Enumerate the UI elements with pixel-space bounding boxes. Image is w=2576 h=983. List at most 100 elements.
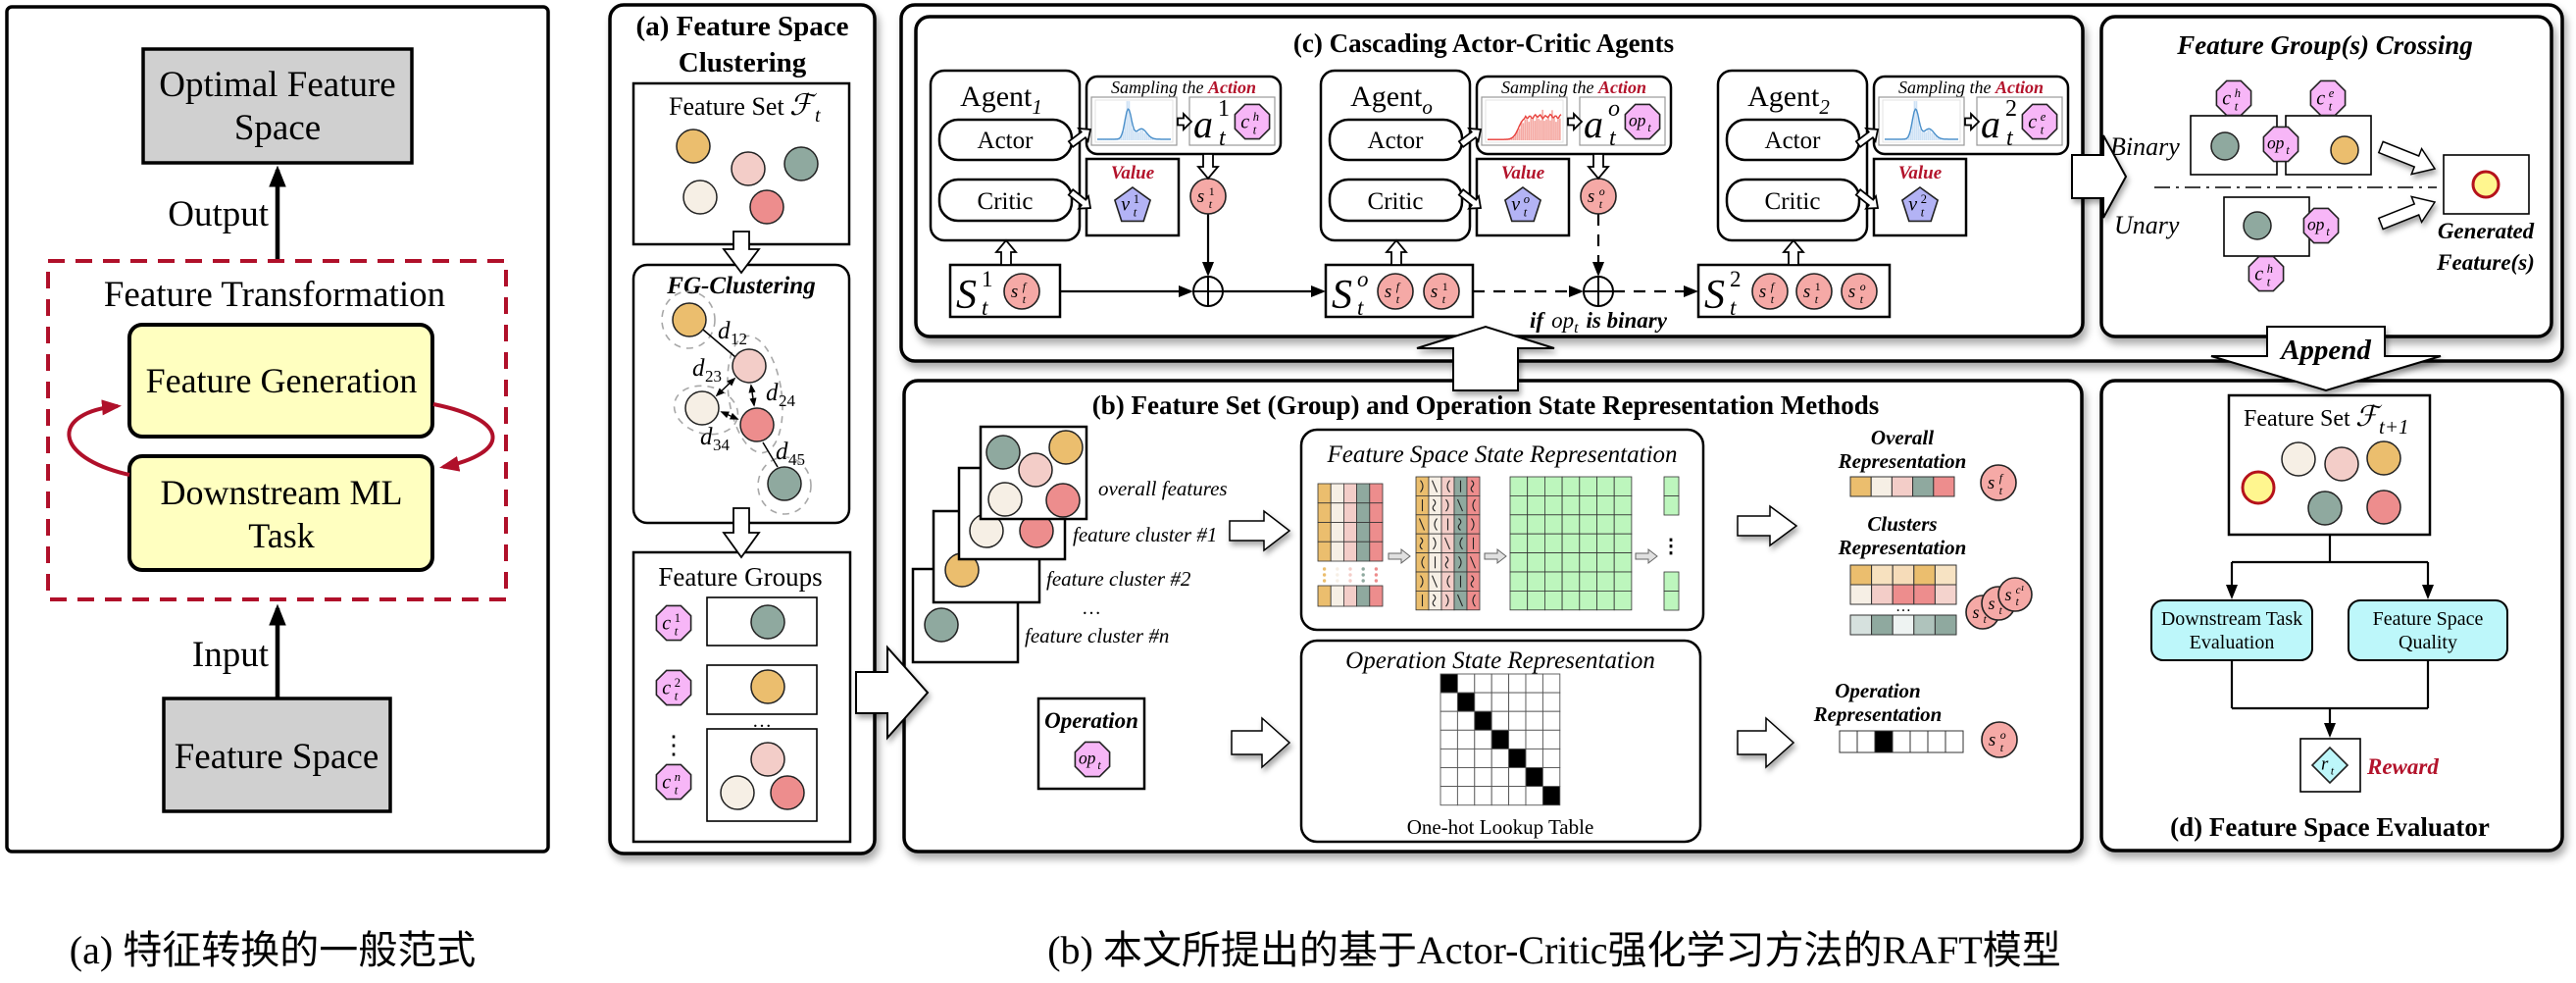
circle-icon	[1751, 273, 1789, 310]
one-hot-active-cell	[1525, 767, 1543, 788]
embedding-cell	[1596, 494, 1615, 516]
token-subscript: t	[1097, 758, 1101, 772]
action-symbol: a	[1981, 102, 2000, 146]
aggregate-plus-icon-1	[1192, 276, 1224, 307]
histogram-bar	[1559, 118, 1561, 140]
token-symbol: s	[1011, 282, 1018, 302]
token-subscript: t	[675, 625, 679, 639]
agents-to-crossing-arrow	[2071, 134, 2128, 219]
reward-label: Reward	[2366, 754, 2439, 779]
embedding-cell	[1596, 514, 1615, 535]
next-node-cream	[2281, 441, 2316, 477]
cluster-node-cream	[684, 390, 720, 426]
histogram-bar	[1534, 121, 1537, 140]
action-to-step-state-arrow	[1196, 153, 1220, 181]
cluster-repr-cell	[1913, 614, 1936, 636]
cluster-node-pink	[732, 348, 767, 384]
next-node-pink	[2324, 446, 2359, 482]
token-symbol: s	[1197, 186, 1204, 207]
raw-feature-dot	[1336, 567, 1339, 571]
histogram-bar	[1941, 138, 1943, 140]
sampling-prefix: Sampling the	[1111, 78, 1208, 97]
token-superscript: 2	[1921, 192, 1927, 206]
overall-node-cream	[987, 482, 1023, 517]
embedding-cell	[1544, 494, 1563, 516]
histogram-bar	[1512, 137, 1515, 140]
raw-feature-cell	[1330, 483, 1344, 504]
encoded-feature-cell	[1428, 494, 1442, 516]
encoded-feature-glyph	[1420, 480, 1424, 493]
raw-feature-cell	[1343, 522, 1358, 543]
embedding-cell	[1579, 494, 1597, 516]
overall-repr-title-line2: Representation	[1838, 449, 1967, 473]
feature-group-1-node-teal	[750, 604, 785, 640]
token-subscript: t	[1524, 206, 1528, 220]
circle-icon	[1423, 273, 1460, 310]
histogram-bar	[1929, 129, 1932, 140]
embedding-cell	[1579, 552, 1597, 573]
value-label: Value	[1898, 163, 1943, 183]
embedding-cell	[1561, 494, 1581, 516]
one-hot-cell	[1440, 767, 1458, 788]
embedding-cell	[1596, 476, 1615, 496]
one-hot-cell	[1440, 710, 1458, 731]
sampling-title: Sampling the Action	[1111, 78, 1256, 97]
agents-panel: (c) Cascading Actor-Critic Agents Agent1…	[914, 15, 2085, 338]
embedding-cell	[1561, 591, 1581, 611]
histogram-bar	[1915, 101, 1918, 140]
token-subscript: t	[1647, 121, 1651, 134]
one-hot-cell	[1474, 748, 1492, 768]
embedding-cell	[1509, 514, 1529, 535]
one-hot-cell	[1508, 710, 1527, 731]
sampling-prefix: Sampling the	[1501, 78, 1598, 97]
embedding-cell	[1613, 591, 1633, 611]
one-hot-cell	[1474, 692, 1492, 712]
distribution-to-action-arrow	[1177, 111, 1193, 132]
embedding-cell	[1544, 514, 1563, 535]
token-symbol: s	[1803, 282, 1810, 302]
one-hot-cell	[1474, 729, 1492, 750]
one-hot-cell	[1456, 710, 1476, 731]
histogram-bar	[1159, 139, 1161, 140]
overall-repr-cell	[1870, 476, 1893, 497]
histogram-bar	[1153, 138, 1155, 140]
agent-name: Agent	[1747, 80, 1820, 113]
feature-group-n-node-pink	[750, 742, 785, 777]
clusters-repr-title-line1: Clusters	[1867, 512, 1937, 536]
histogram-bar	[1545, 119, 1547, 140]
state-subscript-2: t	[1730, 295, 1737, 320]
feature-state-title: Feature Space State Representation	[1326, 441, 1677, 468]
feature-group-2-node-orange	[750, 669, 785, 704]
encoded-feature-glyph	[1418, 518, 1426, 531]
condition-op-sub: t	[1574, 320, 1579, 336]
operation-repr-cell	[1856, 730, 1876, 753]
encoded-feature-glyph	[1445, 498, 1449, 512]
raw-feature-cell	[1369, 585, 1384, 607]
agent-title: Agent2	[1747, 80, 1830, 119]
histogram-bar	[1933, 132, 1935, 140]
cluster-node-red	[739, 407, 775, 442]
histogram-bar	[1139, 129, 1142, 140]
binary-label: Binary	[2110, 132, 2180, 161]
token-superscript: o	[2000, 728, 2006, 742]
distribution-to-action-arrow	[1567, 111, 1584, 132]
token-subscript: t	[1999, 605, 2003, 617]
lookup-to-operation-repr-arrow	[1737, 716, 1795, 769]
append-arrow	[2210, 326, 2442, 392]
one-hot-cell	[1474, 673, 1492, 694]
critic-module	[1328, 178, 1464, 223]
sampling-title: Sampling the Action	[1898, 78, 2044, 97]
next-feature-set-subscript: t+1	[2379, 415, 2409, 439]
overall-node-orange	[1048, 430, 1084, 465]
histogram-bar	[1939, 137, 1941, 140]
feature-transformation-region	[46, 259, 508, 601]
binary-to-generated-arrow	[2377, 140, 2437, 176]
histogram-bar	[1532, 119, 1535, 140]
histogram-bar	[1145, 132, 1147, 140]
histogram-bar	[1510, 137, 1513, 140]
encoded-feature-glyph	[1459, 537, 1463, 550]
raw-feature-dot	[1336, 573, 1339, 577]
one-hot-cell	[1541, 673, 1561, 694]
one-hot-cell	[1440, 786, 1458, 806]
